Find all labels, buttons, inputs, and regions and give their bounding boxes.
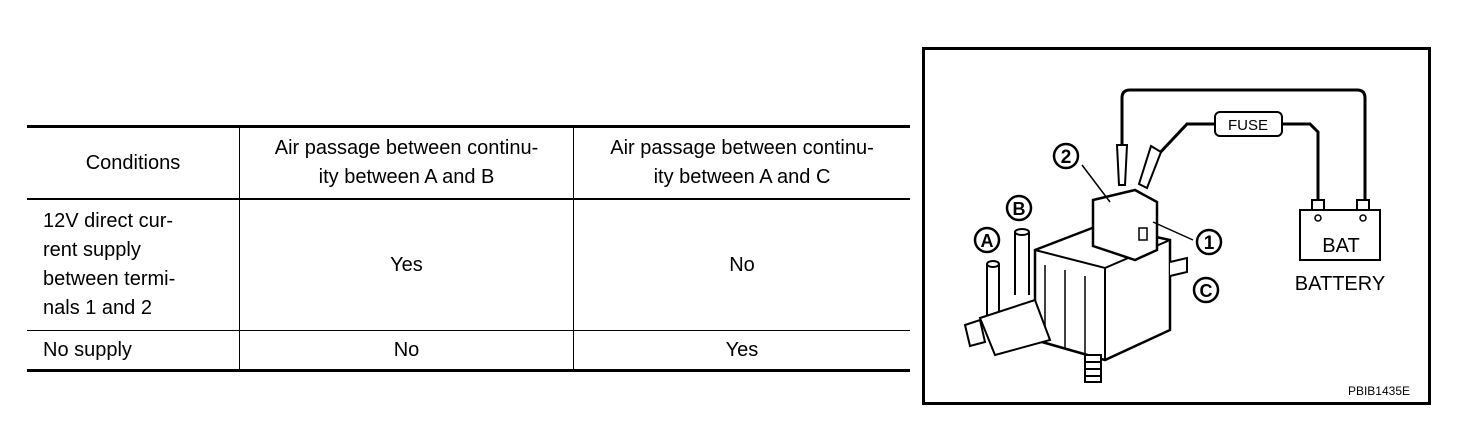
condition-line: nals 1 and 2 — [43, 297, 152, 319]
connector-housing — [1091, 188, 1159, 262]
probe-2 — [1137, 144, 1163, 190]
port-b-nipple — [1014, 232, 1030, 295]
ac-value-cell: No — [573, 198, 910, 331]
condition-text: 12V direct cur- rent supply between term… — [43, 207, 203, 323]
port-b-tip — [1014, 228, 1030, 236]
bat-label: BAT — [1322, 235, 1359, 257]
solenoid-inspection-table: Conditions Air passage between continu- … — [27, 125, 910, 372]
header-conditions: Conditions — [27, 126, 240, 200]
battery-cell-mark — [1359, 214, 1367, 222]
ab-value-cell: Yes — [239, 198, 574, 331]
port-b-label: B — [1013, 199, 1026, 219]
port-b-callout — [1005, 194, 1033, 222]
ab-value-cell: No — [239, 330, 574, 371]
bottom-bolt — [1084, 354, 1102, 383]
battery-label: BATTERY — [1295, 273, 1385, 295]
condition-line: 12V direct cur- — [43, 210, 174, 232]
header-ab-line-2: ity between A and B — [318, 166, 495, 188]
wire-positive — [1120, 88, 1367, 205]
table-row: 12V direct cur- rent supply between term… — [27, 198, 910, 331]
battery-terminal — [1356, 199, 1370, 211]
port-c-label: C — [1200, 281, 1213, 301]
port-a-callout — [973, 226, 1001, 254]
terminal-1-label: 1 — [1204, 233, 1215, 254]
header-ab-line-1: Air passage between continu- — [274, 137, 539, 159]
condition-line: No supply — [43, 338, 132, 361]
leader-2 — [1081, 164, 1111, 203]
leader-1 — [1152, 221, 1194, 241]
fuse-icon — [1214, 111, 1283, 137]
port-a-label: A — [981, 231, 994, 251]
header-ab: Air passage between continu- ity between… — [239, 126, 574, 200]
diagram-svg: FUSE BAT BATTERY 2 — [963, 88, 1410, 398]
header-conditions-line: Conditions — [85, 151, 181, 174]
wire-fuse — [1153, 122, 1320, 205]
connector-tab — [1138, 227, 1148, 241]
condition-cell: 12V direct cur- rent supply between term… — [27, 198, 240, 331]
probe-1 — [1115, 144, 1129, 186]
terminal-1-callout — [1195, 228, 1223, 256]
header-ac-line-2: ity between A and C — [653, 166, 831, 188]
terminal-2-callout — [1052, 142, 1080, 170]
port-c-callout — [1192, 276, 1220, 304]
mount-bracket — [978, 298, 1052, 357]
condition-cell: No supply — [27, 330, 240, 371]
figure-code: PBIB1435E — [1348, 384, 1410, 398]
port-a-tip — [986, 260, 1000, 268]
header-ac-line-1: Air passage between continu- — [610, 137, 874, 159]
solenoid-valve-diagram: FUSE BAT BATTERY 2 — [922, 47, 1431, 405]
fuse-label: FUSE — [1228, 117, 1268, 134]
battery-terminal — [1311, 199, 1325, 211]
table-row: No supply No Yes — [27, 330, 910, 371]
mount-stud — [963, 318, 987, 348]
table-header-row: Conditions Air passage between continu- … — [27, 126, 910, 200]
condition-line: between termi- — [43, 268, 176, 290]
port-c-nipple — [1169, 256, 1188, 277]
condition-line: rent supply — [43, 239, 141, 261]
ac-value-cell: Yes — [573, 330, 910, 371]
header-ac: Air passage between continu- ity between… — [573, 126, 910, 200]
battery-cell-mark — [1314, 214, 1322, 222]
terminal-2-label: 2 — [1061, 147, 1072, 168]
